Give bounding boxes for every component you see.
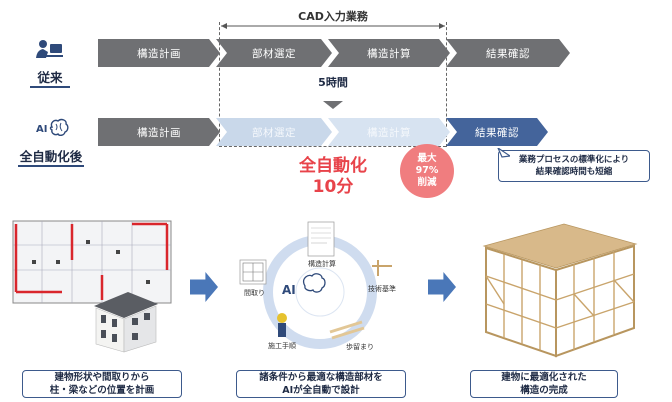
caption-completion: 建物に最適化された 構造の完成 [470, 370, 618, 398]
automated-step-planning: 構造計画 [98, 118, 220, 146]
ai-cycle-diagram: AI 構造計算 技術基準 歩留まり 施工手順 間取り [232, 214, 412, 364]
conventional-step-calculation: 構造計算 [328, 39, 450, 67]
callout-line1: 業務プロセスの標準化により [518, 155, 630, 165]
ai-center-label: AI [282, 283, 296, 297]
conventional-step-planning: 構造計画 [98, 39, 220, 67]
caption-line1: 建物に最適化された [501, 372, 587, 383]
conventional-label: 従来 [30, 67, 70, 88]
auto-label-time: 10分 [312, 177, 354, 197]
badge-line3: 削減 [417, 177, 437, 188]
process-arrow-1 [190, 272, 218, 302]
process-arrow-2 [428, 272, 456, 302]
callout-box: 業務プロセスの標準化により 結果確認時間も短縮 [498, 150, 650, 182]
cycle-item-construction: 施工手順 [268, 342, 296, 350]
cycle-item-calculation: 構造計算 [308, 260, 336, 268]
caption-ai-design: 諸条件から最適な構造部材を AIが全自動で設計 [236, 370, 406, 398]
cycle-item-yield: 歩留まり [346, 343, 374, 351]
cad-label: CAD入力業務 [298, 10, 368, 23]
step-label: 結果確認 [486, 47, 530, 60]
time-label: 5時間 [318, 76, 348, 89]
caption-line2: AIが全自動で設計 [282, 385, 360, 396]
automated-step-result: 結果確認 [446, 118, 548, 146]
ai-icon-text: AI [36, 124, 48, 135]
automated-label: 全自動化後 [18, 146, 84, 167]
step-label: 構造計算 [367, 126, 411, 139]
cad-bracket: CAD入力業務 [219, 10, 447, 29]
step-label: 構造計算 [367, 47, 411, 60]
caption-line2: 構造の完成 [520, 385, 568, 396]
ai-brain-icon: AI [36, 118, 69, 142]
reduction-badge: 最大 97% 削減 [400, 144, 454, 198]
step-label: 部材選定 [252, 47, 296, 60]
automated-step-calculation: 構造計算 [328, 118, 450, 146]
callout-pointer [496, 143, 512, 158]
caption-planning: 建物形状や間取りから 柱・梁などの位置を計画 [22, 370, 182, 398]
cad-dashed-left [219, 22, 220, 147]
timber-frame-building-image [474, 216, 644, 362]
cycle-item-standards: 技術基準 [368, 285, 396, 293]
step-label: 構造計画 [137, 126, 181, 139]
conventional-step-result: 結果確認 [446, 39, 570, 67]
cycle-item-layout: 間取り [244, 289, 265, 297]
callout-line2: 結果確認時間も短縮 [535, 167, 613, 177]
badge-line2: 97% [415, 165, 439, 176]
step-label: 結果確認 [475, 126, 519, 139]
cad-dashed-bottom [219, 146, 446, 147]
house-image [88, 288, 160, 354]
badge-line1: 最大 [417, 153, 437, 164]
caption-line2: 柱・梁などの位置を計画 [49, 385, 155, 396]
auto-label-main: 全自動化 [299, 156, 367, 176]
cad-dashed-right [446, 22, 447, 147]
caption-line1: 諸条件から最適な構造部材を [259, 372, 383, 383]
down-arrow-icon [323, 96, 343, 109]
step-label: 部材選定 [252, 126, 296, 139]
person-computer-icon [34, 38, 64, 62]
conventional-step-member-selection: 部材選定 [216, 39, 332, 67]
step-label: 構造計画 [137, 47, 181, 60]
caption-line1: 建物形状や間取りから [54, 372, 150, 383]
automated-step-member-selection: 部材選定 [216, 118, 332, 146]
floor-plan-image [12, 220, 172, 304]
